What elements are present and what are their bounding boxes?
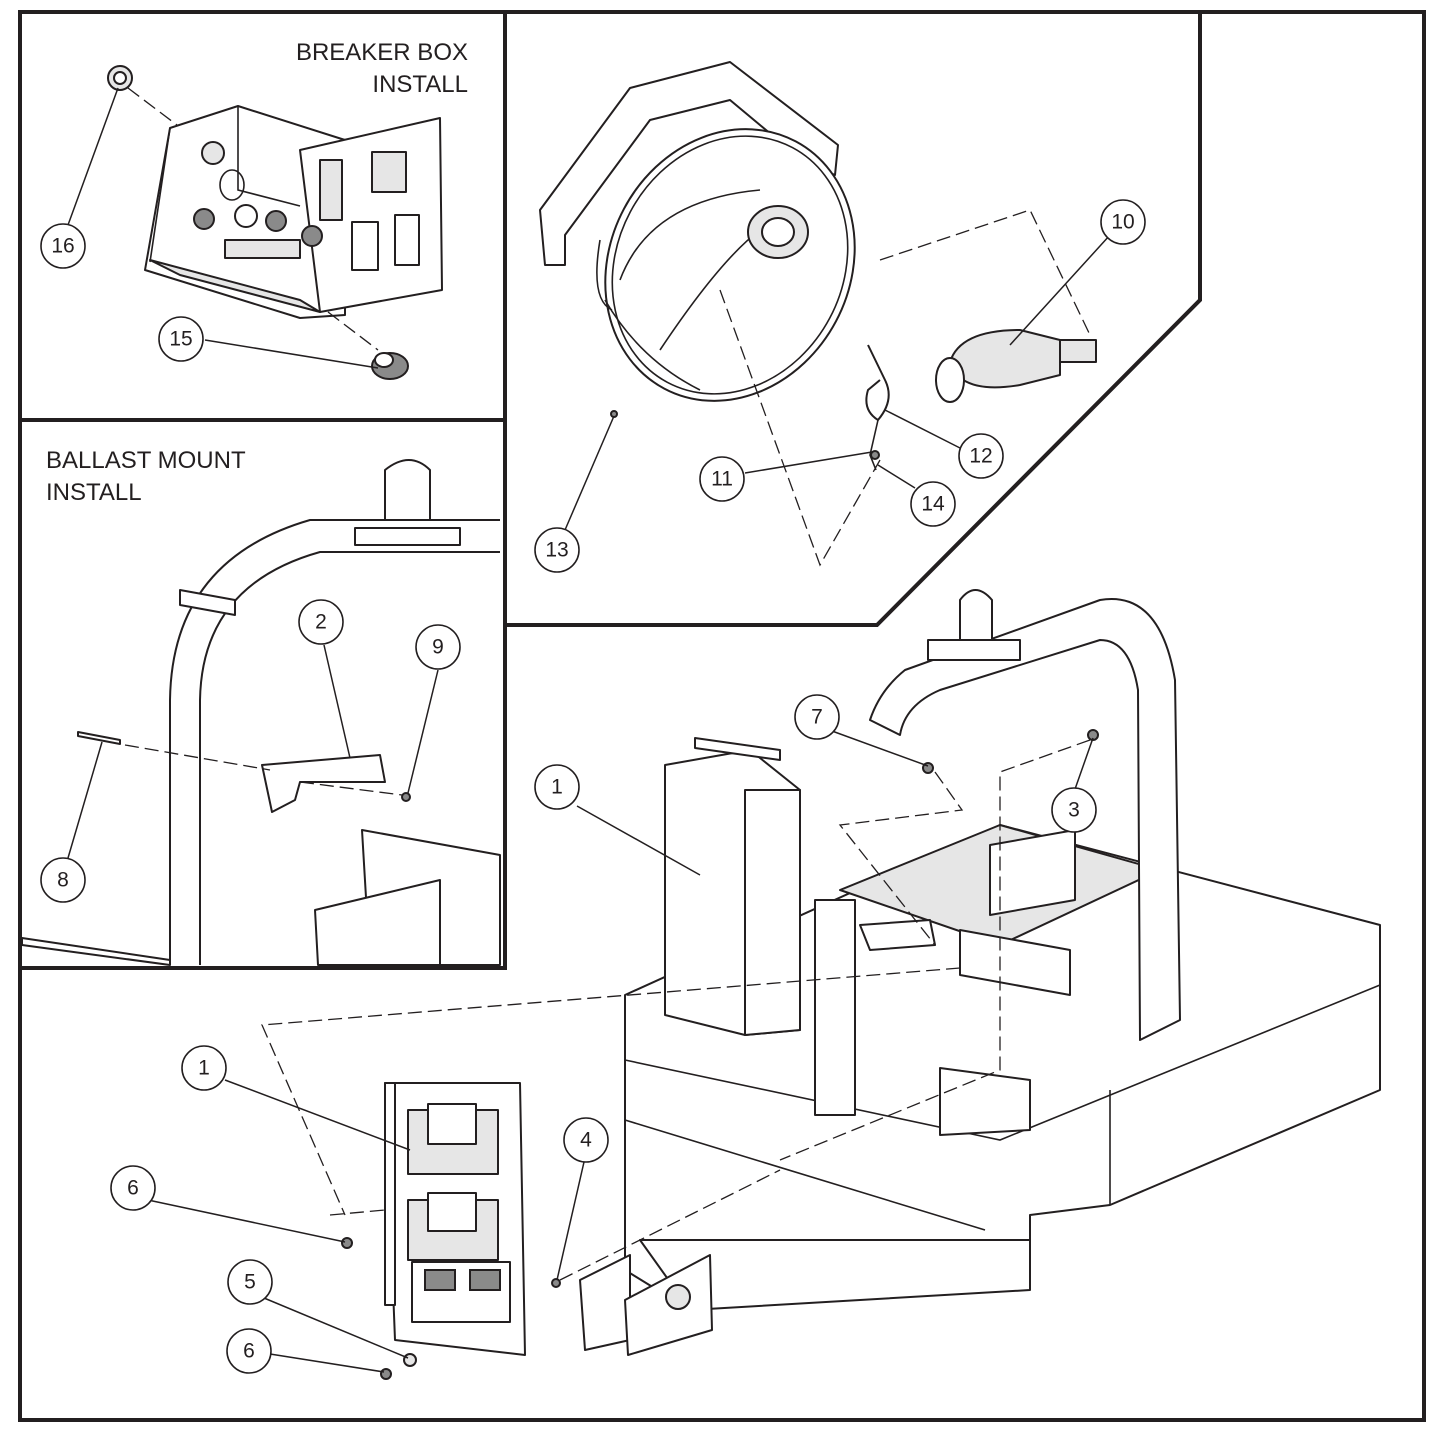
callout-15-label: 15 bbox=[169, 328, 192, 351]
nut-assembly-line bbox=[299, 781, 403, 796]
hardware-3-assembly-line bbox=[779, 739, 1091, 1161]
lift-eye bbox=[384, 459, 431, 521]
breaker-box-drawing bbox=[107, 65, 443, 380]
ballast-transformer-lower bbox=[407, 1192, 499, 1261]
callout-14-label: 14 bbox=[921, 493, 945, 516]
ballast-post bbox=[814, 899, 856, 1116]
lamp-socket bbox=[747, 205, 809, 259]
callout-1-upper: 1 bbox=[534, 764, 580, 810]
callout-7-label: 7 bbox=[811, 706, 823, 729]
ballast-mount-panel-border bbox=[20, 12, 507, 970]
lamp-clamp-ring bbox=[596, 239, 613, 311]
callout-5-label: 5 bbox=[244, 1271, 256, 1294]
callout-12: 12 bbox=[958, 433, 1004, 479]
bulb-assembly-line bbox=[879, 209, 1091, 336]
nut-6-upper-part bbox=[341, 1237, 353, 1249]
lamp-reflector bbox=[604, 128, 856, 402]
side-window-plate bbox=[989, 829, 1076, 916]
breaker-box-title-line-1: BREAKER BOX bbox=[296, 39, 468, 66]
rear-mount-plate bbox=[939, 1067, 1031, 1136]
callout-4-label: 4 bbox=[580, 1129, 592, 1152]
callout-16-label: 16 bbox=[51, 235, 74, 258]
hardware-7-assembly-line bbox=[838, 771, 964, 946]
lower-bracket-plate bbox=[314, 879, 441, 966]
trailer-frame-drawing bbox=[261, 589, 1381, 1356]
callout-6-lower-label: 6 bbox=[243, 1340, 255, 1363]
ballast-mount-title: BALLAST MOUNT INSTALL bbox=[46, 447, 246, 506]
breaker-box-floor bbox=[149, 259, 321, 313]
lamp-panel-border bbox=[505, 12, 1202, 627]
callout-1-lower: 1 bbox=[181, 1045, 227, 1091]
washer-5-part bbox=[403, 1353, 417, 1367]
callout-3: 3 bbox=[1051, 787, 1097, 833]
lamp-bulb-part bbox=[935, 329, 1097, 403]
roll-bar-lift-eye bbox=[959, 589, 993, 641]
callout-5: 5 bbox=[227, 1259, 273, 1305]
ballast-plate-assembly bbox=[329, 1082, 561, 1380]
ballast-assembly-line bbox=[261, 967, 961, 1216]
callout-16: 16 bbox=[40, 223, 86, 269]
callout-14: 14 bbox=[910, 481, 956, 527]
callout-2: 2 bbox=[298, 599, 344, 645]
callout-1-upper-label: 1 bbox=[551, 776, 563, 799]
ballast-mount-title-line-2: INSTALL bbox=[46, 479, 142, 506]
breaker-box-title-line-2: INSTALL bbox=[372, 71, 468, 98]
callout-10-label: 10 bbox=[1111, 211, 1134, 234]
callout-7: 7 bbox=[794, 694, 840, 740]
callout-10: 10 bbox=[1100, 199, 1146, 245]
callout-13-label: 13 bbox=[545, 539, 568, 562]
ballast-transformer-upper bbox=[407, 1103, 499, 1175]
nut-4-part bbox=[551, 1278, 561, 1288]
callout-12-label: 12 bbox=[969, 445, 992, 468]
lamp-fixture-drawing bbox=[539, 61, 1097, 567]
callout-9: 9 bbox=[415, 624, 461, 670]
callout-6-upper: 6 bbox=[110, 1165, 156, 1211]
trailer-roll-bar bbox=[869, 598, 1181, 1041]
callout-11: 11 bbox=[699, 456, 745, 502]
nut-6-lower-part bbox=[380, 1368, 392, 1380]
frame-tab bbox=[179, 589, 236, 616]
spring-assembly-line bbox=[719, 289, 881, 567]
tongue-hitch-pin bbox=[665, 1284, 691, 1310]
breaker-switches bbox=[193, 141, 420, 271]
lift-plate bbox=[354, 527, 461, 546]
callout-2-label: 2 bbox=[315, 611, 327, 634]
mount-nut-part bbox=[401, 792, 411, 802]
grommet-part bbox=[371, 352, 409, 380]
callout-4: 4 bbox=[563, 1117, 609, 1163]
bolt-assembly-line bbox=[124, 744, 271, 771]
base-rail bbox=[21, 937, 171, 966]
callout-11-label: 11 bbox=[711, 468, 733, 491]
ballast-capacitor-block bbox=[411, 1261, 511, 1323]
upper-mount-bracket bbox=[859, 919, 936, 951]
nut-4-assembly-line bbox=[559, 1169, 781, 1281]
spring-clip-part bbox=[865, 344, 890, 471]
callout-3-label: 3 bbox=[1068, 799, 1080, 822]
callout-8-label: 8 bbox=[57, 869, 69, 892]
callout-6-lower: 6 bbox=[226, 1328, 272, 1374]
knob-part bbox=[107, 65, 133, 91]
roll-bar-lift-plate bbox=[927, 639, 1021, 661]
ballast-mount-title-line-1: BALLAST MOUNT bbox=[46, 447, 246, 474]
callout-8: 8 bbox=[40, 857, 86, 903]
callout-13: 13 bbox=[534, 527, 580, 573]
leader-lines bbox=[67, 87, 1111, 1373]
callout-6-upper-label: 6 bbox=[127, 1177, 139, 1200]
tongue-coupler-left bbox=[579, 1254, 631, 1351]
grommet-assembly-line bbox=[327, 311, 379, 351]
callout-15: 15 bbox=[158, 316, 204, 362]
breaker-box-title: BREAKER BOX INSTALL bbox=[296, 39, 468, 98]
mount-bolt-part bbox=[77, 731, 121, 745]
outer-border bbox=[18, 10, 1426, 1422]
cross-tube bbox=[959, 929, 1071, 996]
callout-9-label: 9 bbox=[432, 636, 444, 659]
callout-1-lower-label: 1 bbox=[198, 1057, 210, 1080]
